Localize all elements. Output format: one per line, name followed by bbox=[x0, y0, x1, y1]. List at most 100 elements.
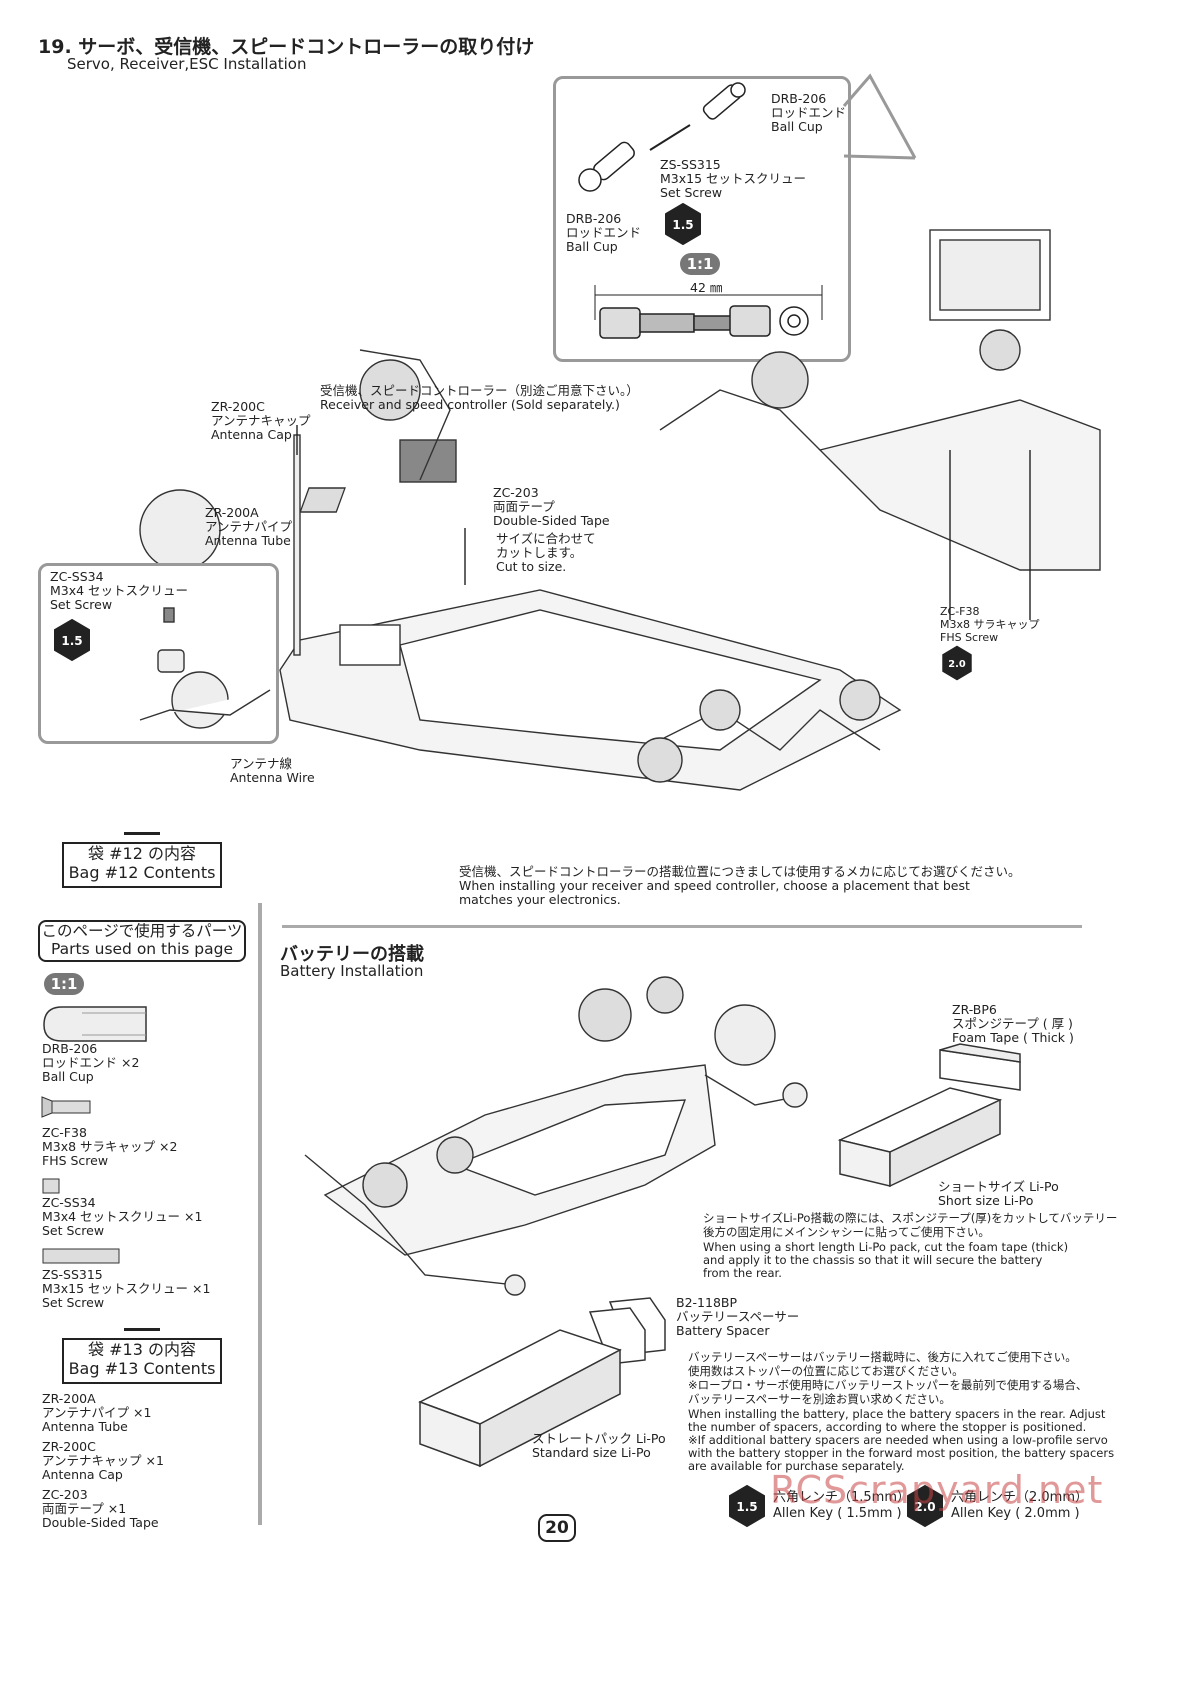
short-lipo-en: Short size Li-Po bbox=[938, 1193, 1034, 1208]
cut-note-en: Cut to size. bbox=[496, 559, 567, 574]
hex-wrench-2-0-icon: 2.0 bbox=[940, 645, 974, 681]
column-divider bbox=[258, 903, 262, 1525]
antenna-cap-en: Antenna Cap bbox=[211, 427, 292, 442]
part-2-jp: M3x8 サラキャップ ×2 bbox=[42, 1139, 178, 1154]
battery-title-jp: バッテリーの搭載 bbox=[280, 944, 424, 965]
bag13-box: 袋 #13 の内容 Bag #13 Contents bbox=[62, 1328, 222, 1384]
ball-cup-left-code: DRB-206 bbox=[566, 211, 622, 226]
receiver-label-jp: 受信機、スピードコントローラー（別途ご用意下さい。） bbox=[320, 383, 639, 398]
antenna-wire-jp: アンテナ線 bbox=[230, 756, 293, 771]
short-note-en3: from the rear. bbox=[703, 1266, 782, 1280]
short-note-jp2: 後方の固定用にメインシャシーに貼ってご使用下さい。 bbox=[703, 1225, 990, 1239]
tool-allen-1-5-icon: 1.5 bbox=[727, 1484, 767, 1528]
part-1-jp: ロッドエンド ×2 bbox=[42, 1055, 140, 1070]
ball-cup-left-jp: ロッドエンド bbox=[566, 225, 642, 240]
parts-used-box: このページで使用するパーツ Parts used on this page bbox=[38, 920, 246, 962]
antenna-cap-jp: アンテナキャップ bbox=[211, 413, 311, 428]
short-note-jp1: ショートサイズLi-Po搭載の際には、スポンジテープ(厚)をカットしてバッテリー bbox=[703, 1211, 1118, 1225]
fhs-jp: M3x8 サラキャップ bbox=[940, 618, 1040, 631]
antenna-wire-en: Antenna Wire bbox=[230, 770, 315, 785]
svg-text:2.0: 2.0 bbox=[914, 1500, 935, 1514]
tape-jp: 両面テープ bbox=[493, 499, 555, 514]
tool-1-jp: 六角レンチ（1.5mm） bbox=[773, 1490, 911, 1505]
watermark: RCScrapyard.net bbox=[770, 1468, 1104, 1512]
part-6-jp: アンテナキャップ ×1 bbox=[42, 1453, 164, 1468]
spacer-note-en4: with the battery stopper in the forward … bbox=[688, 1446, 1115, 1460]
spacer-en: Battery Spacer bbox=[676, 1323, 770, 1338]
hex-wrench-1-5-icon: 1.5 bbox=[663, 202, 703, 246]
ball-cup-top-jp: ロッドエンド bbox=[771, 105, 847, 120]
parts-scale-badge: 1:1 bbox=[44, 973, 84, 995]
antenna-cap-code: ZR-200C bbox=[211, 399, 265, 414]
antenna-tube-en: Antenna Tube bbox=[205, 533, 291, 548]
spacer-note-en1: When installing the battery, place the b… bbox=[688, 1407, 1106, 1421]
ball-cup-top-code: DRB-206 bbox=[771, 91, 827, 106]
part-7-code: ZC-203 bbox=[42, 1487, 88, 1502]
part-6-code: ZR-200C bbox=[42, 1439, 96, 1454]
part-7-jp: 両面テープ ×1 bbox=[42, 1501, 127, 1516]
spacer-note-jp1: バッテリースペーサーはバッテリー搭載時に、後方に入れてご使用下さい。 bbox=[688, 1350, 1077, 1364]
receiver-label-en: Receiver and speed controller (Sold sepa… bbox=[320, 397, 620, 412]
part-5-jp: アンテナパイプ ×1 bbox=[42, 1405, 152, 1420]
tape-code: ZC-203 bbox=[493, 485, 539, 500]
spacer-jp: バッテリースペーサー bbox=[676, 1309, 800, 1324]
battery-short-drawing bbox=[837, 1043, 1021, 1188]
set-screw-detail-drawing bbox=[139, 607, 271, 729]
bag13-jp: 袋 #13 の内容 bbox=[88, 1340, 196, 1359]
standard-lipo-en: Standard size Li-Po bbox=[532, 1445, 651, 1460]
fhs-code: ZC-F38 bbox=[940, 605, 980, 618]
page-subtitle: Servo, Receiver,ESC Installation bbox=[67, 55, 307, 73]
svg-text:2.0: 2.0 bbox=[948, 659, 966, 670]
hex-wrench-1-5-small-icon: 1.5 bbox=[52, 618, 92, 662]
part-1-code: DRB-206 bbox=[42, 1041, 98, 1056]
antenna-tube-code: ZR-200A bbox=[205, 505, 259, 520]
ball-cup-left-en: Ball Cup bbox=[566, 239, 618, 254]
battery-standard-drawing bbox=[418, 1297, 666, 1468]
foam-en: Foam Tape ( Thick ) bbox=[952, 1030, 1074, 1045]
part-5-code: ZR-200A bbox=[42, 1391, 96, 1406]
ss34-code: ZC-SS34 bbox=[50, 569, 104, 584]
spacer-note-en2: the number of spacers, according to wher… bbox=[688, 1420, 1087, 1434]
scale-badge: 1:1 bbox=[680, 253, 720, 275]
fhs-en: FHS Screw bbox=[940, 631, 999, 644]
hex-text: 1.5 bbox=[672, 218, 693, 232]
part-7-en: Double-Sided Tape bbox=[42, 1515, 159, 1530]
part-3-code: ZC-SS34 bbox=[42, 1195, 96, 1210]
placement-note-en1: When installing your receiver and speed … bbox=[459, 878, 970, 893]
fhs-screw-part-drawing bbox=[41, 1096, 91, 1118]
spacer-code: B2-118BP bbox=[676, 1295, 738, 1310]
part-5-en: Antenna Tube bbox=[42, 1419, 128, 1434]
ss34-part-drawing bbox=[42, 1178, 60, 1194]
part-2-code: ZC-F38 bbox=[42, 1125, 87, 1140]
part-4-en: Set Screw bbox=[42, 1295, 105, 1310]
section-divider bbox=[282, 925, 1082, 928]
bag13-en: Bag #13 Contents bbox=[68, 1359, 216, 1378]
foam-jp: スポンジテープ ( 厚 ) bbox=[952, 1016, 1073, 1031]
placement-note-en2: matches your electronics. bbox=[459, 892, 621, 907]
ball-cup-part-drawing bbox=[43, 1006, 147, 1042]
placement-note-jp: 受信機、スピードコントローラーの搭載位置につきましては使用するメカに応じてお選び… bbox=[459, 864, 1021, 879]
tool-2-en: Allen Key ( 2.0mm ) bbox=[951, 1506, 1080, 1521]
short-lipo-jp: ショートサイズ Li-Po bbox=[938, 1179, 1059, 1194]
spacer-note-jp4: バッテリースペーサーを別途お買い求めください。 bbox=[688, 1392, 951, 1406]
servo-linkage-drawing bbox=[578, 82, 823, 339]
chassis-drawing-lower bbox=[304, 976, 808, 1296]
page-title: 19. サーボ、受信機、スピードコントローラーの取り付け bbox=[38, 36, 535, 58]
callout-pointer bbox=[842, 73, 917, 160]
standard-lipo-jp: ストレートパック Li-Po bbox=[532, 1431, 666, 1446]
part-4-code: ZS-SS315 bbox=[42, 1267, 103, 1282]
tool-allen-2-0-icon: 2.0 bbox=[905, 1484, 945, 1528]
tool-1-en: Allen Key ( 1.5mm ) bbox=[773, 1506, 902, 1521]
short-note-en2: and apply it to the chassis so that it w… bbox=[703, 1253, 1043, 1267]
ss315-part-drawing bbox=[42, 1248, 120, 1264]
short-note-en1: When using a short length Li-Po pack, cu… bbox=[703, 1240, 1069, 1254]
parts-used-en: Parts used on this page bbox=[51, 940, 233, 958]
set-screw-jp: M3x15 セットスクリュー bbox=[660, 171, 807, 186]
spacer-note-jp2: 使用数はストッパーの位置に応じてお選びください。 bbox=[688, 1364, 964, 1378]
part-3-en: Set Screw bbox=[42, 1223, 105, 1238]
foam-code: ZR-BP6 bbox=[952, 1002, 997, 1017]
page-number: 20 bbox=[538, 1514, 576, 1542]
svg-text:1.5: 1.5 bbox=[736, 1500, 757, 1514]
tool-2-jp: 六角レンチ（2.0mm） bbox=[951, 1490, 1089, 1505]
part-2-en: FHS Screw bbox=[42, 1153, 109, 1168]
